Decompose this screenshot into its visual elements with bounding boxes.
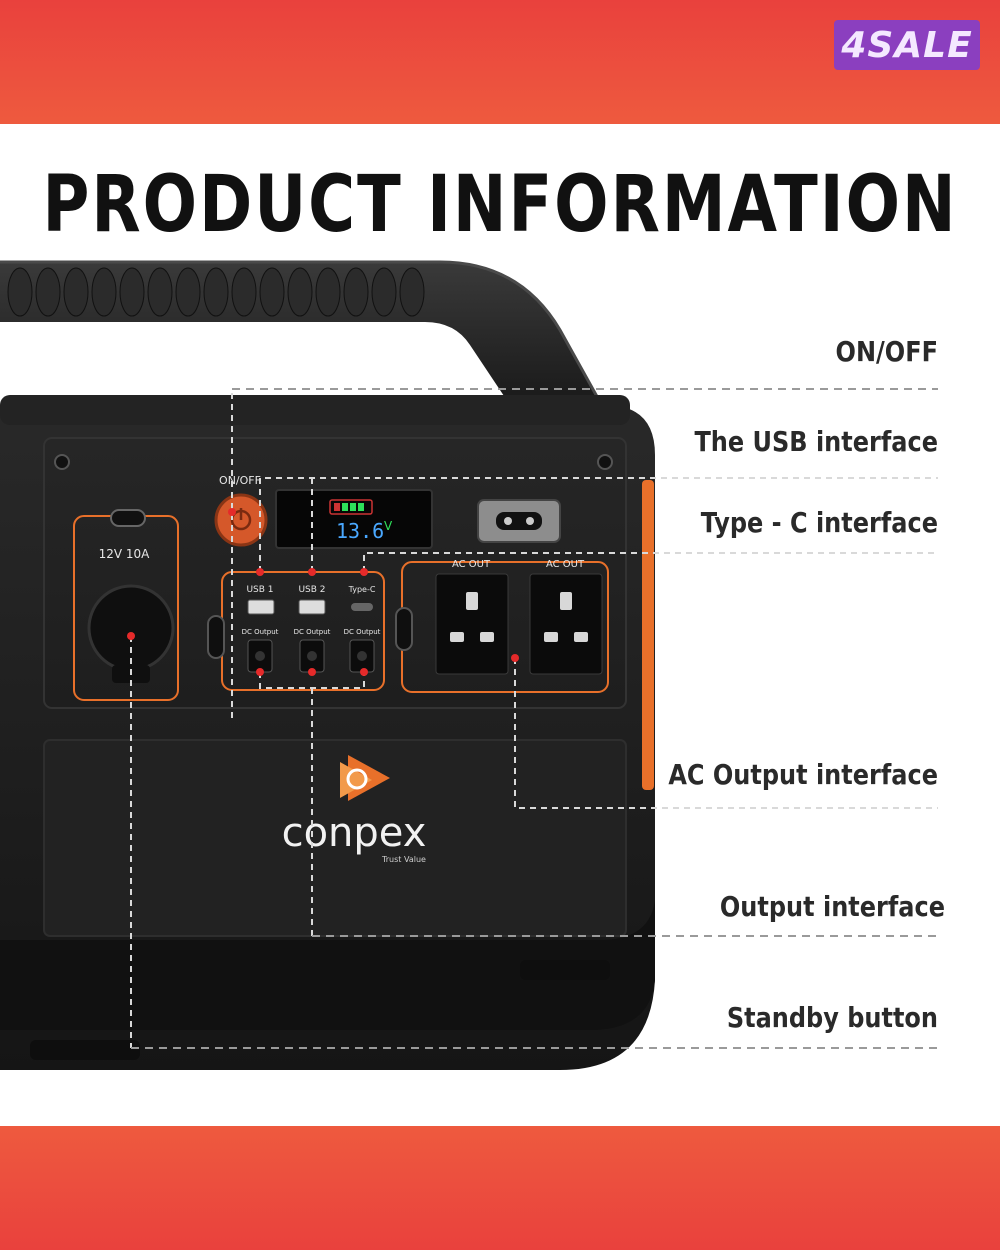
power-button: ON/OFF: [214, 474, 268, 547]
callout-usb-interface: The USB interface: [694, 425, 938, 458]
sale-badge-logo: 4SALE: [834, 20, 980, 70]
page-title: PRODUCT INFORMATION: [42, 160, 958, 251]
dc-barrel-port: [477, 499, 561, 543]
ac-out-label-2: AC OUT: [546, 559, 585, 570]
callout-standby-button: Standby button: [726, 1001, 938, 1034]
sale-badge-text: 4SALE: [841, 24, 973, 66]
callout-ac-output-interface: AC Output interface: [668, 758, 938, 791]
callout-output-interface: Output interface: [719, 890, 945, 923]
car-port-label: 12V 10A: [99, 547, 151, 561]
usb2-label: USB 2: [298, 585, 325, 595]
display-voltage: 13.6: [336, 519, 384, 543]
top-banner: [0, 0, 1000, 124]
callout-lines: [127, 388, 938, 1049]
callout-type-c-interface: Type - C interface: [700, 506, 938, 539]
usb-module: USB 1 USB 2 Type-C DC Output DC Output D…: [207, 571, 385, 691]
dc-output-label-2: DC Output: [294, 628, 331, 636]
ac-outlet-module: AC OUT AC OUT: [395, 559, 609, 693]
dc-output-label-3: DC Output: [344, 628, 381, 636]
power-button-label: ON/OFF: [219, 474, 261, 487]
display-unit: V: [384, 519, 393, 533]
carry-handle: [0, 260, 612, 421]
brand-tagline: Trust Value: [381, 855, 426, 864]
dc-output-label-1: DC Output: [242, 628, 279, 636]
brand-name: conpex: [282, 810, 427, 856]
ac-out-label-1: AC OUT: [452, 559, 491, 570]
bottom-banner: [0, 1126, 1000, 1250]
battery-display: 13.6 V: [275, 489, 433, 549]
conpex-logo: conpex Trust Value: [282, 755, 427, 864]
typec-label: Type-C: [348, 585, 376, 594]
usb1-label: USB 1: [246, 585, 273, 595]
callout-on-off: ON/OFF: [835, 335, 938, 368]
